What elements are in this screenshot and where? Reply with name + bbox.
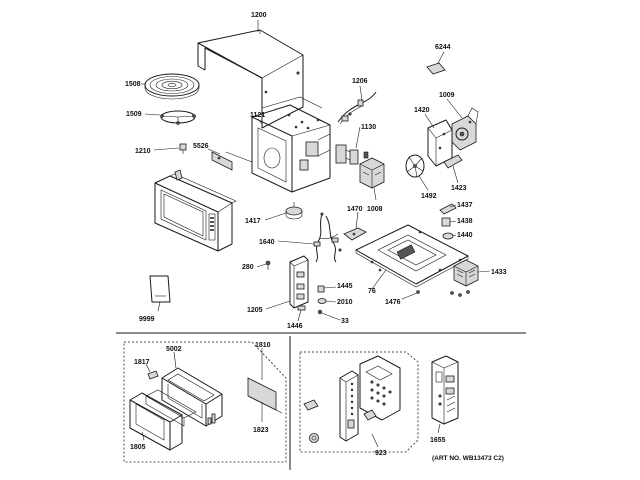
part-small-pad[interactable] — [303, 399, 319, 411]
callout-1823[interactable]: 1823 — [253, 427, 269, 434]
callout-1121[interactable]: 1121 — [250, 112, 265, 119]
part-1446[interactable] — [297, 305, 306, 311]
callout-76[interactable]: 76 — [368, 288, 376, 295]
part-fan-duct[interactable] — [427, 119, 453, 167]
callout-1437[interactable]: 1437 — [457, 202, 473, 209]
callout-labels: 1200 6244 1508 1206 1009 1509 1420 1121 … — [125, 12, 507, 462]
callout-1130[interactable]: 1130 — [361, 124, 376, 131]
part-turntable-tray[interactable] — [144, 73, 200, 100]
part-relay-plate[interactable] — [343, 227, 367, 241]
part-connector-923[interactable] — [363, 409, 377, 421]
callout-5526[interactable]: 5526 — [193, 143, 209, 150]
callout-1805[interactable]: 1805 — [130, 444, 146, 451]
part-roller-ring[interactable] — [160, 110, 196, 125]
part-door-hook[interactable] — [207, 413, 216, 425]
callout-1509[interactable]: 1509 — [126, 111, 142, 118]
callout-1492[interactable]: 1492 — [421, 193, 437, 200]
part-turntable-motor[interactable] — [285, 202, 303, 220]
part-coupler[interactable] — [179, 143, 187, 154]
callout-1420[interactable]: 1420 — [414, 107, 430, 114]
part-1440[interactable] — [442, 232, 454, 240]
part-door-assembly[interactable] — [154, 169, 237, 252]
part-1445[interactable] — [317, 285, 325, 293]
part-control-bracket[interactable] — [289, 255, 309, 309]
part-component-1130[interactable] — [335, 144, 359, 165]
part-label-6244[interactable] — [426, 62, 446, 75]
callout-280[interactable]: 280 — [242, 264, 254, 271]
callout-1417[interactable]: 1417 — [245, 218, 261, 225]
callout-1423[interactable]: 1423 — [451, 185, 467, 192]
part-door-panel-1805[interactable] — [129, 392, 183, 451]
part-manual[interactable] — [149, 275, 171, 303]
part-magnetron[interactable] — [453, 259, 479, 287]
callout-923[interactable]: 923 — [375, 450, 387, 457]
part-screw-280[interactable] — [265, 260, 271, 270]
callout-1438[interactable]: 1438 — [457, 218, 473, 225]
part-wire-harness-center[interactable] — [313, 212, 342, 263]
callout-1655[interactable]: 1655 — [430, 437, 446, 444]
callout-2010[interactable]: 2010 — [337, 299, 353, 306]
callout-1470[interactable]: 1470 — [347, 206, 363, 213]
callout-9999[interactable]: 9999 — [139, 316, 155, 323]
part-base-plate[interactable] — [355, 224, 469, 288]
part-knob[interactable] — [309, 433, 319, 443]
callout-1810[interactable]: 1810 — [255, 342, 271, 349]
control-panel-group — [299, 351, 419, 453]
part-fan-blade[interactable] — [405, 154, 425, 178]
callout-1640[interactable]: 1640 — [259, 239, 275, 246]
part-door-choke[interactable] — [145, 389, 197, 427]
part-33[interactable] — [317, 309, 323, 315]
part-transformer[interactable] — [359, 151, 385, 189]
callout-1446[interactable]: 1446 — [287, 323, 303, 330]
callout-1476[interactable]: 1476 — [385, 299, 401, 306]
callout-1206[interactable]: 1206 — [352, 78, 368, 85]
callout-1210[interactable]: 1210 — [135, 148, 151, 155]
part-control-panel-923[interactable] — [339, 370, 359, 442]
art-number: (ART NO. WB13473 C2) — [432, 455, 504, 462]
part-wire-harness-top[interactable] — [337, 91, 377, 125]
callout-1205[interactable]: 1205 — [247, 307, 263, 314]
part-screws-1476[interactable] — [416, 290, 470, 297]
callout-1200[interactable]: 1200 — [251, 12, 267, 19]
part-door-frame-5002[interactable] — [161, 367, 223, 427]
part-fan-motor[interactable] — [451, 107, 479, 151]
part-outer-case[interactable] — [197, 29, 304, 129]
part-door-film-1823[interactable] — [247, 377, 283, 414]
callout-1445[interactable]: 1445 — [337, 283, 353, 290]
callout-1433[interactable]: 1433 — [491, 269, 507, 276]
callout-1008[interactable]: 1008 — [367, 206, 383, 213]
callout-6244[interactable]: 6244 — [435, 44, 451, 51]
part-1438[interactable] — [441, 217, 451, 227]
callout-33[interactable]: 33 — [341, 318, 349, 325]
callout-1440[interactable]: 1440 — [457, 232, 473, 239]
part-2010[interactable] — [317, 298, 327, 304]
callout-1508[interactable]: 1508 — [125, 81, 141, 88]
part-cavity[interactable] — [251, 96, 331, 193]
part-keypad-membrane[interactable] — [359, 355, 401, 421]
part-door-latch-1817[interactable] — [147, 370, 159, 380]
callout-1009[interactable]: 1009 — [439, 92, 455, 99]
callout-5002[interactable]: 5002 — [166, 346, 182, 353]
callout-1817[interactable]: 1817 — [134, 359, 150, 366]
part-bracket[interactable] — [211, 151, 233, 171]
part-fan-bracket[interactable] — [443, 154, 463, 169]
part-control-board[interactable] — [431, 355, 459, 425]
